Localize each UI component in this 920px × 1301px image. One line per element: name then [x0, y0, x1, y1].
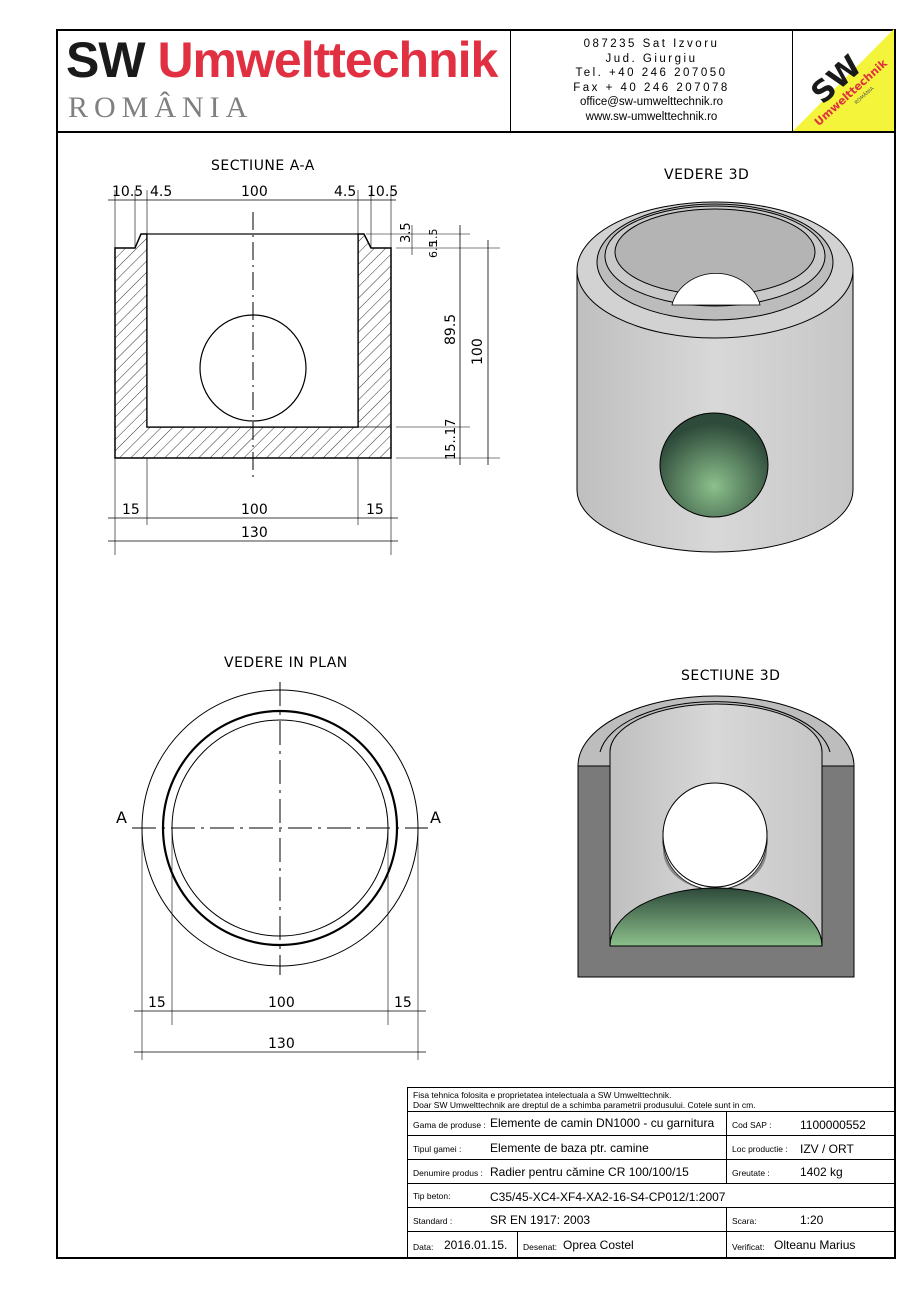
gama-label: Gama de produse :: [413, 1120, 486, 1130]
row-tip: Tipul gamei : Elemente de baza ptr. cami…: [408, 1136, 895, 1160]
loc-label: Loc productie :: [732, 1144, 788, 1154]
title-block: Fisa tehnica folosita e proprietatea int…: [407, 1087, 896, 1259]
view-3d-title: VEDERE 3D: [664, 167, 750, 183]
dim-bot-right: 15: [366, 502, 384, 518]
plan-dim-mid: 100: [268, 995, 295, 1011]
contact-phone: Tel. +40 246 207050: [575, 67, 728, 79]
header: SW Umwelttechnik ROMÂNIA 087235 Sat Izvo…: [56, 29, 896, 133]
loc-value: IZV / ORT: [800, 1142, 854, 1156]
contact-address: 087235 Sat Izvoru: [583, 38, 720, 50]
note-ownership: Fisa tehnica folosita e proprietatea int…: [413, 1090, 672, 1100]
section-3d-view: [577, 695, 855, 978]
dim-right-small-c: 6.5: [427, 241, 440, 259]
company-logo: SW Umwelttechnik ROMÂNIA: [793, 29, 894, 131]
view-3d-pipe-opening: [659, 412, 769, 518]
data-value: 2016.01.15.: [444, 1238, 508, 1252]
desenat-label: Desenat:: [523, 1242, 558, 1252]
gama-value: Elemente de camin DN1000 - cu garnitura: [490, 1116, 715, 1130]
dim-right-height: 89.5: [443, 314, 459, 345]
beton-value: C35/45-XC4-XF4-XA2-16-S4-CP012/1:2007: [490, 1190, 726, 1204]
section-aa-view: 10.5 4.5 100 4.5 10.5 3.5 1.5 6.5 89.5 1…: [108, 184, 500, 555]
desenat-value: Oprea Costel: [563, 1238, 634, 1252]
view-3d: [576, 201, 854, 553]
brand-wordmark: SW Umwelttechnik: [66, 31, 498, 89]
title-block-notes: Fisa tehnica folosita e proprietatea int…: [408, 1088, 895, 1112]
row-gama: Gama de produse : Elemente de camin DN10…: [408, 1112, 895, 1136]
row-signatures: Data: 2016.01.15. Desenat: Oprea Costel …: [408, 1232, 895, 1258]
view-3d-inner-opening: [671, 272, 761, 306]
contact-county: Jud. Giurgiu: [605, 52, 698, 65]
sap-value: 1100000552: [800, 1118, 866, 1132]
row-denumire: Denumire produs : Radier pentru cămine C…: [408, 1160, 895, 1184]
section-3d-bench: [609, 887, 823, 947]
scara-value: 1:20: [800, 1213, 824, 1227]
scara-label: Scara:: [732, 1216, 757, 1226]
denumire-value: Radier pentru cămine CR 100/100/15: [490, 1165, 689, 1179]
section-aa-title: SECTIUNE A-A: [211, 158, 315, 174]
brand-name: Umwelttechnik: [157, 32, 498, 88]
plan-section-label-right: A: [430, 808, 441, 827]
section-3d-pipe-opening: [662, 782, 768, 888]
plan-view: A A 15 100 15 130: [116, 682, 441, 1060]
sap-label: Cod SAP :: [732, 1120, 772, 1130]
contact-website: www.sw-umwelttechnik.ro: [585, 110, 718, 123]
denumire-label: Denumire produs :: [413, 1168, 483, 1178]
contact-email: office@sw-umwelttechnik.ro: [579, 96, 724, 108]
dim-top-mid: 100: [241, 184, 268, 200]
row-standard: Standard : SR EN 1917: 2003 Scara: 1:20: [408, 1208, 895, 1232]
dim-bot-total: 130: [241, 525, 268, 541]
standard-value: SR EN 1917: 2003: [490, 1213, 591, 1227]
greutate-value: 1402 kg: [800, 1165, 843, 1179]
dim-right-small-a: 3.5: [399, 222, 414, 243]
brand-block: SW Umwelttechnik ROMÂNIA: [56, 29, 511, 131]
plan-dim-left: 15: [148, 995, 166, 1011]
dim-top-left-outer: 10.5: [112, 184, 143, 200]
beton-label: Tip beton:: [413, 1191, 451, 1201]
row-beton: Tip beton: C35/45-XC4-XF4-XA2-16-S4-CP01…: [408, 1184, 895, 1208]
dim-bot-left: 15: [122, 502, 140, 518]
note-rights: Doar SW Umwelttechnik are dreptul de a s…: [413, 1100, 756, 1110]
tip-value: Elemente de baza ptr. camine: [490, 1141, 649, 1155]
plan-dim-total: 130: [268, 1036, 295, 1052]
dim-top-right-outer: 10.5: [367, 184, 398, 200]
data-label: Data:: [413, 1242, 434, 1252]
contact-fax: Fax + 40 246 207078: [573, 81, 730, 94]
brand-sw: SW: [66, 32, 146, 88]
section-3d-title: SECTIUNE 3D: [681, 668, 781, 684]
verificat-value: Olteanu Marius: [774, 1238, 856, 1252]
verificat-label: Verificat:: [732, 1242, 765, 1252]
contact-block: 087235 Sat Izvoru Jud. Giurgiu Tel. +40 …: [511, 29, 793, 131]
plan-view-title: VEDERE IN PLAN: [224, 655, 348, 671]
drawing-sheet: [56, 29, 896, 1259]
tip-label: Tipul gamei :: [413, 1144, 462, 1154]
dim-right-small-b: 1.5: [427, 229, 440, 247]
dim-top-right-inner: 4.5: [334, 184, 356, 200]
brand-country: ROMÂNIA: [68, 91, 254, 124]
dim-right-bottom: 15..17: [444, 419, 459, 460]
plan-dim-right: 15: [394, 995, 412, 1011]
dim-right-total: 100: [470, 338, 486, 365]
standard-label: Standard :: [413, 1216, 453, 1226]
dim-top-left-inner: 4.5: [150, 184, 172, 200]
greutate-label: Greutate :: [732, 1168, 770, 1178]
dim-bot-mid: 100: [241, 502, 268, 518]
plan-section-label-left: A: [116, 808, 127, 827]
